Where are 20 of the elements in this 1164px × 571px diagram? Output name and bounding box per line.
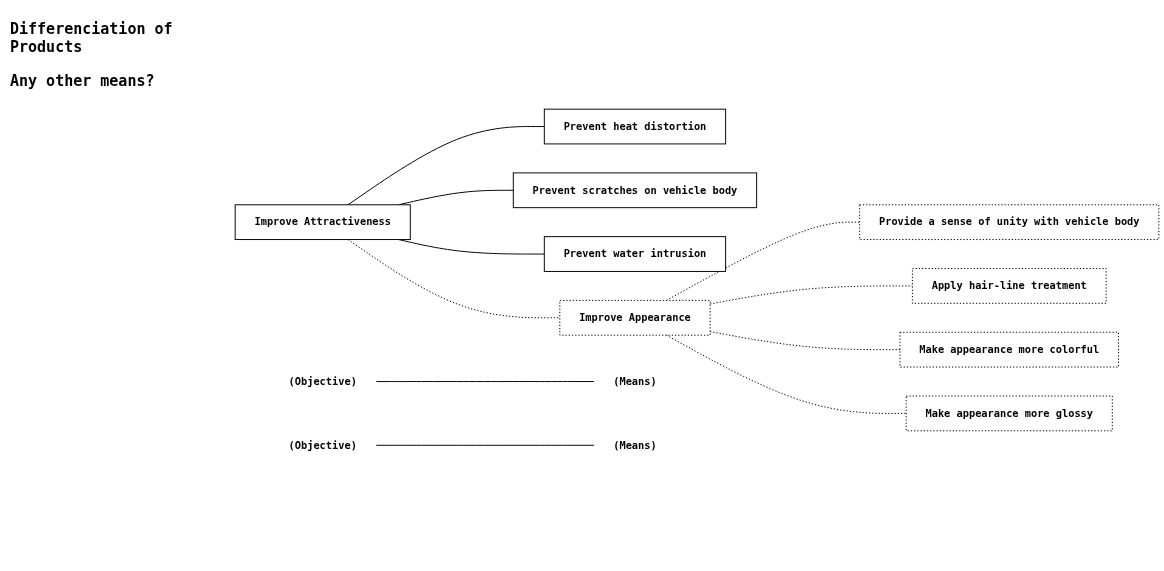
node-box: Improve Attractiveness <box>234 203 411 240</box>
node-box: Make appearance more glossy <box>905 395 1113 431</box>
connector <box>347 125 545 205</box>
connector <box>347 238 561 318</box>
node-text: (Means) <box>613 438 657 451</box>
node-box: Improve Appearance <box>559 299 711 336</box>
node-box: Prevent scratches on vehicle body <box>512 172 758 208</box>
connector <box>375 444 595 446</box>
node-text: (Objective) <box>288 438 357 451</box>
node-box: Make appearance more colorful <box>899 331 1119 368</box>
node-box: Apply hair-line treatment <box>911 267 1107 304</box>
node-box: Provide a sense of unity with vehicle body <box>859 203 1160 240</box>
note-text: Any other means? <box>10 72 156 90</box>
connector <box>375 380 595 382</box>
connector <box>665 334 907 414</box>
note-text: Differenciation of Products <box>10 20 174 56</box>
node-box: Prevent heat distortion <box>543 108 727 144</box>
node-text: (Objective) <box>288 374 357 387</box>
node-box: Prevent water intrusion <box>543 235 727 272</box>
node-text: (Means) <box>613 374 657 387</box>
